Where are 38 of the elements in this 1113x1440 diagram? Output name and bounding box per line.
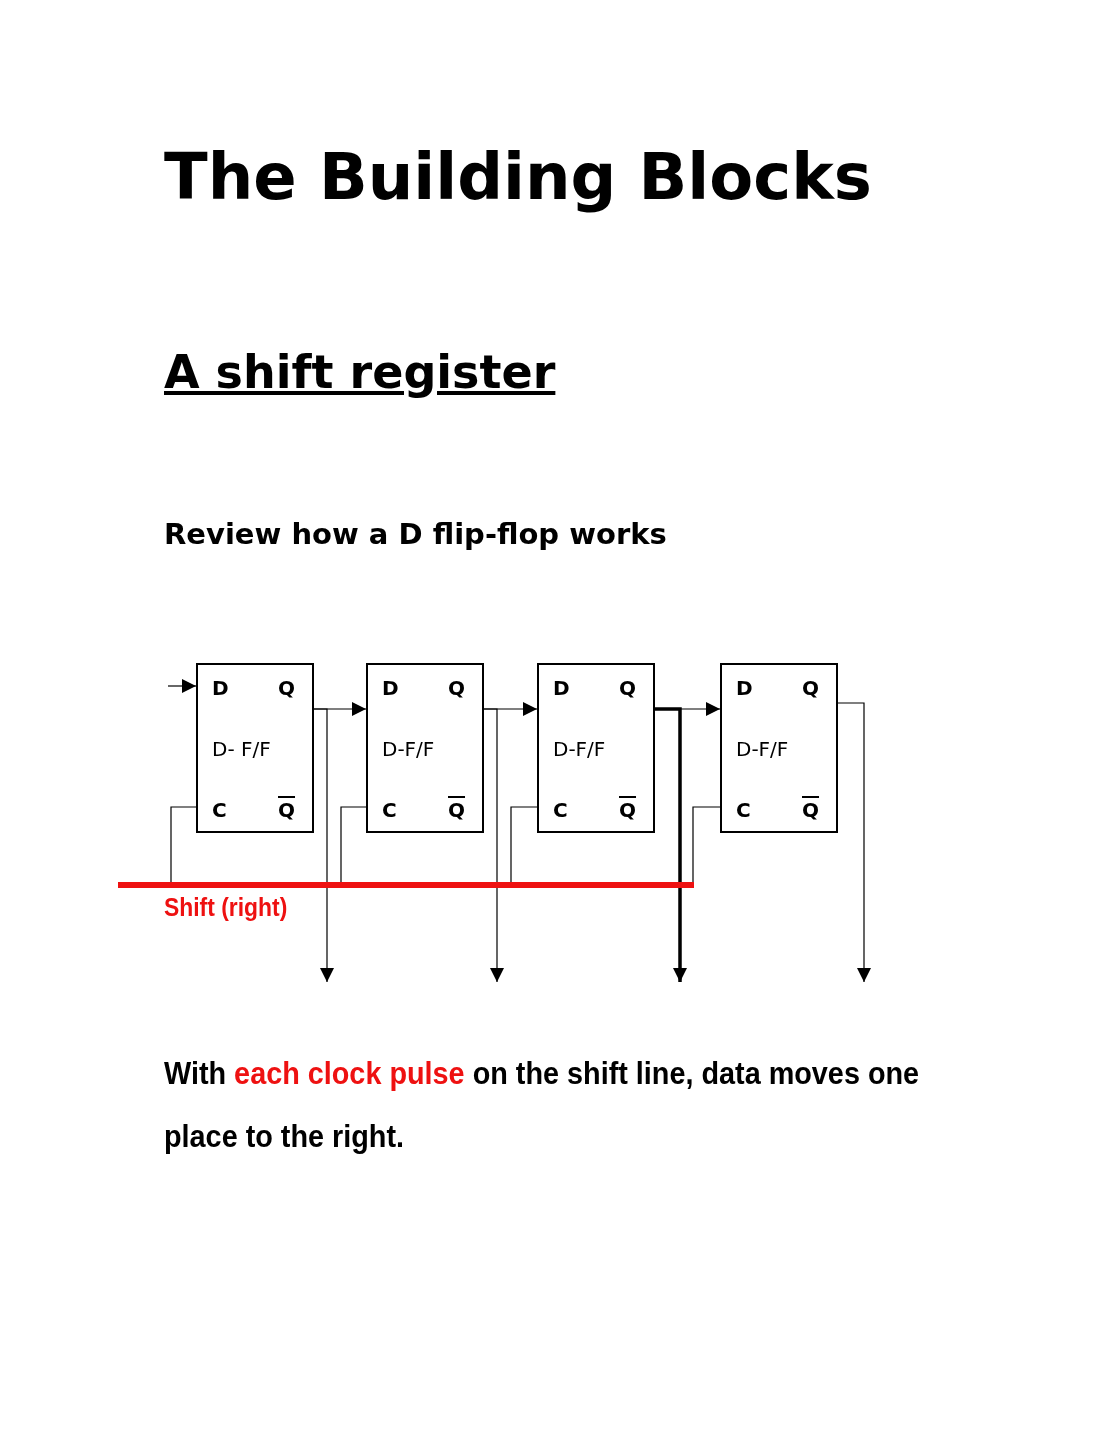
flip-flop-box xyxy=(720,663,838,833)
arrow xyxy=(837,702,871,983)
subheading: Review how a D flip-flop works xyxy=(164,517,667,551)
arrow xyxy=(313,708,334,983)
clock-wire xyxy=(340,806,367,883)
clock-pin-label: C xyxy=(553,799,568,821)
flip-flop-label: D- F/F xyxy=(212,738,271,760)
flip-flop-label: D-F/F xyxy=(736,738,789,760)
arrow xyxy=(167,679,197,693)
shift-label: Shift (right) xyxy=(164,892,288,923)
q-bar-pin-label: Q xyxy=(278,799,295,821)
arrow xyxy=(655,707,687,982)
d-pin-label: D xyxy=(212,677,229,699)
title: The Building Blocks xyxy=(164,140,872,214)
flip-flop-box xyxy=(537,663,655,833)
clock-pin-label: C xyxy=(736,799,751,821)
flip-flop-label: D-F/F xyxy=(382,738,435,760)
q-pin-label: Q xyxy=(619,677,636,699)
flip-flop-label: D-F/F xyxy=(553,738,606,760)
clock-wire xyxy=(170,806,197,883)
clock-pin-label: C xyxy=(382,799,397,821)
clock-pin-label: C xyxy=(212,799,227,821)
d-pin-label: D xyxy=(736,677,753,699)
q-pin-label: Q xyxy=(802,677,819,699)
d-pin-label: D xyxy=(382,677,399,699)
d-pin-label: D xyxy=(553,677,570,699)
clock-wire xyxy=(692,806,721,883)
q-bar-pin-label: Q xyxy=(448,799,465,821)
q-pin-label: Q xyxy=(278,677,295,699)
clock-wire xyxy=(510,806,538,883)
arrow xyxy=(483,708,504,983)
q-bar-pin-label: Q xyxy=(619,799,636,821)
flip-flop-box xyxy=(196,663,314,833)
caption-text: With each clock pulse on the shift line, data moves one place to the right. xyxy=(164,1054,921,1156)
heading: A shift register xyxy=(164,345,556,399)
q-bar-pin-label: Q xyxy=(802,799,819,821)
q-pin-label: Q xyxy=(448,677,465,699)
flip-flop-box xyxy=(366,663,484,833)
